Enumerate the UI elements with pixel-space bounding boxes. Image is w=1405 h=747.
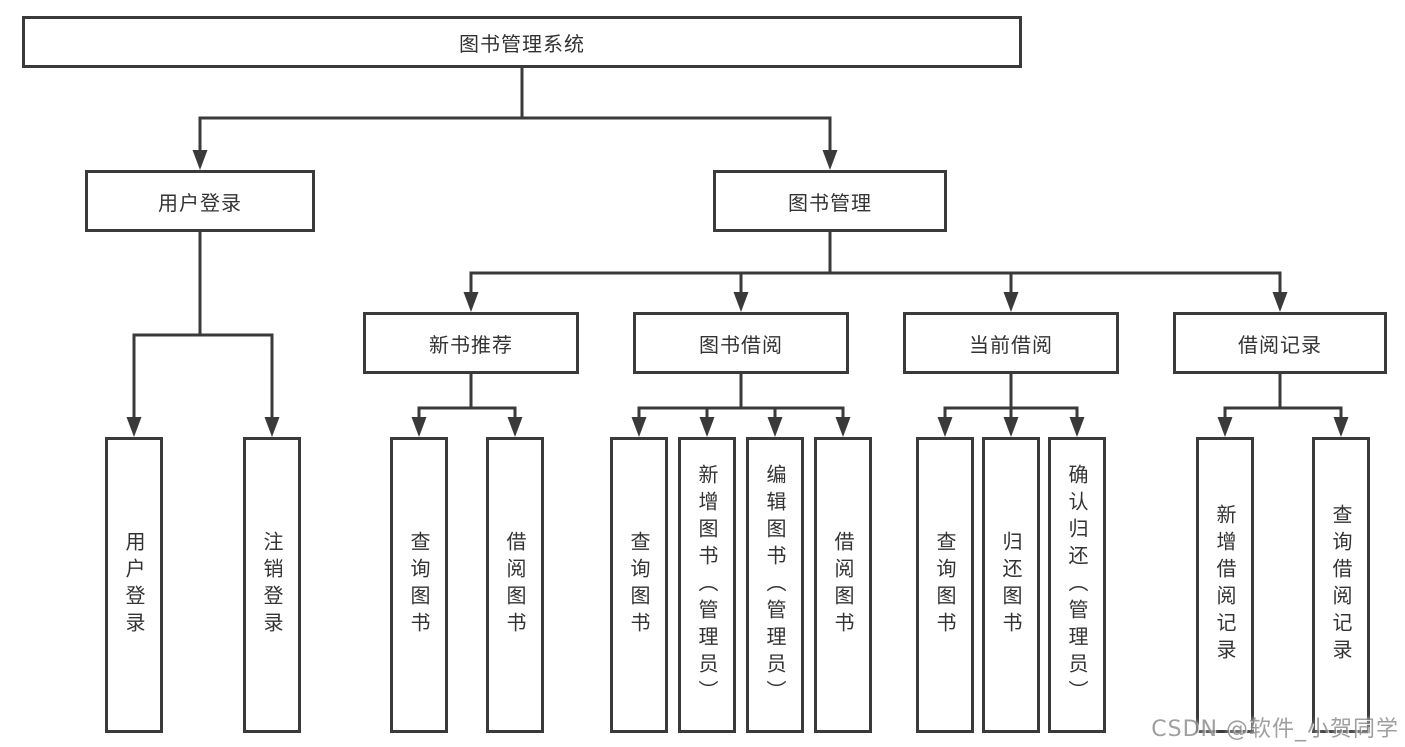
node-bb-borrow-books: 借阅图书 [814, 437, 872, 733]
node-root: 图书管理系统 [22, 16, 1022, 68]
node-bb-borrow-books-label: 借阅图书 [831, 531, 855, 639]
node-cb-query-books-label: 查询图书 [933, 531, 957, 639]
node-rec-query-books: 查询图书 [390, 437, 448, 733]
node-br-add-record: 新增借阅记录 [1196, 437, 1254, 733]
node-root-label: 图书管理系统 [459, 31, 585, 56]
node-new-book-rec: 新书推荐 [363, 312, 579, 374]
node-user-login-branch-label: 用户登录 [158, 190, 242, 215]
node-logout-leaf: 注销登录 [243, 437, 301, 733]
node-rec-query-books-label: 查询图书 [407, 531, 431, 639]
node-bb-query-books-label: 查询图书 [627, 531, 651, 639]
node-user-login-branch: 用户登录 [85, 170, 315, 232]
node-book-mgmt-branch: 图书管理 [713, 170, 947, 232]
node-user-login-leaf: 用户登录 [105, 437, 163, 733]
node-user-login-leaf-label: 用户登录 [122, 531, 146, 639]
node-bb-edit-books: 编辑图书（管理员） [746, 437, 804, 733]
node-cb-return-books: 归还图书 [982, 437, 1040, 733]
node-book-borrow-label: 图书借阅 [699, 332, 783, 357]
node-bb-edit-books-label: 编辑图书（管理员） [763, 463, 787, 707]
node-br-add-record-label: 新增借阅记录 [1213, 504, 1237, 666]
node-br-query-record-label: 查询借阅记录 [1329, 504, 1353, 666]
node-borrow-records: 借阅记录 [1173, 312, 1387, 374]
node-bb-query-books: 查询图书 [610, 437, 668, 733]
node-logout-leaf-label: 注销登录 [260, 531, 284, 639]
node-cb-confirm-return-label: 确认归还（管理员） [1065, 463, 1089, 707]
node-book-mgmt-branch-label: 图书管理 [788, 190, 872, 215]
csdn-watermark: CSDN @软件_小贺同学 [1151, 717, 1399, 742]
node-bb-add-books: 新增图书（管理员） [678, 437, 736, 733]
node-cb-query-books: 查询图书 [916, 437, 974, 733]
node-br-query-record: 查询借阅记录 [1312, 437, 1370, 733]
node-bb-add-books-label: 新增图书（管理员） [695, 463, 719, 707]
node-rec-borrow-books-label: 借阅图书 [503, 531, 527, 639]
node-new-book-rec-label: 新书推荐 [429, 332, 513, 357]
node-rec-borrow-books: 借阅图书 [486, 437, 544, 733]
node-cb-confirm-return: 确认归还（管理员） [1048, 437, 1106, 733]
node-current-borrow-label: 当前借阅 [969, 332, 1053, 357]
node-book-borrow: 图书借阅 [633, 312, 849, 374]
node-current-borrow: 当前借阅 [903, 312, 1119, 374]
node-borrow-records-label: 借阅记录 [1238, 332, 1322, 357]
node-cb-return-books-label: 归还图书 [999, 531, 1023, 639]
